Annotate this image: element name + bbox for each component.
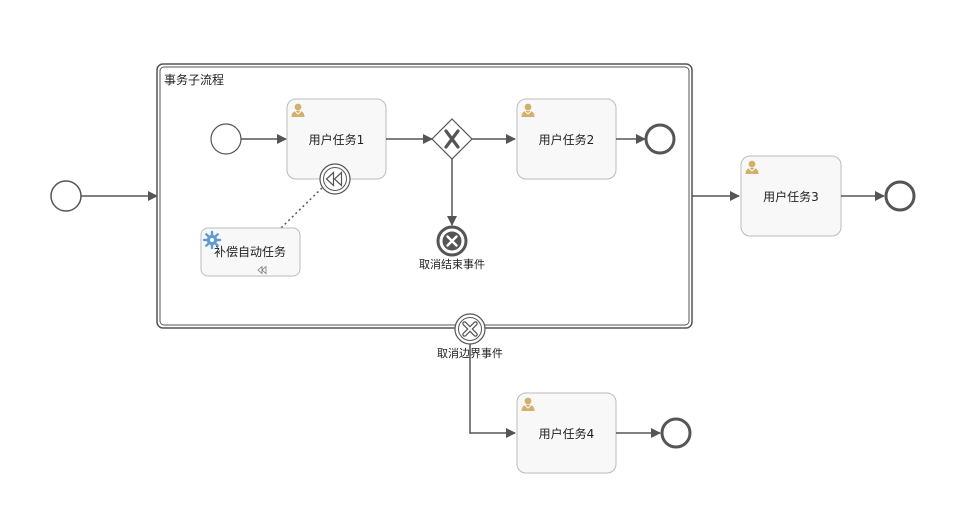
cancel-icon bbox=[463, 322, 477, 336]
user-task-2-label: 用户任务2 bbox=[539, 132, 595, 147]
user-task-4[interactable]: 用户任务4 bbox=[516, 392, 617, 474]
user-task-2[interactable]: 用户任务2 bbox=[516, 98, 617, 180]
gear-icon bbox=[202, 230, 222, 250]
subprocess-title: 事务子流程 bbox=[164, 72, 224, 87]
user-task-4-label: 用户任务4 bbox=[539, 426, 595, 441]
compensation-boundary-event[interactable] bbox=[319, 163, 351, 195]
compensation-service-task[interactable]: 补偿自动任务 bbox=[200, 227, 301, 277]
user-task-1-label: 用户任务1 bbox=[309, 132, 365, 147]
cancel-icon bbox=[446, 235, 458, 247]
compensate-marker-icon bbox=[257, 265, 267, 275]
cancel-end-event-label: 取消结束事件 bbox=[419, 257, 485, 271]
outer-end-event[interactable] bbox=[884, 180, 916, 212]
compensation-task-label: 补偿自动任务 bbox=[214, 244, 286, 259]
cancel-end-event[interactable] bbox=[436, 225, 468, 257]
user-task-3[interactable]: 用户任务3 bbox=[740, 155, 842, 237]
compensate-icon bbox=[325, 171, 343, 187]
inner-end-event[interactable] bbox=[644, 123, 676, 155]
exclusive-gateway-x-icon bbox=[444, 129, 460, 149]
task4-end-event[interactable] bbox=[660, 417, 692, 449]
flow-boundary-to-task4[interactable] bbox=[469, 344, 516, 438]
cancel-boundary-event[interactable] bbox=[454, 313, 486, 345]
outer-start-event[interactable] bbox=[50, 180, 82, 212]
user-task-3-label: 用户任务3 bbox=[763, 189, 819, 204]
inner-start-event[interactable] bbox=[210, 123, 242, 155]
